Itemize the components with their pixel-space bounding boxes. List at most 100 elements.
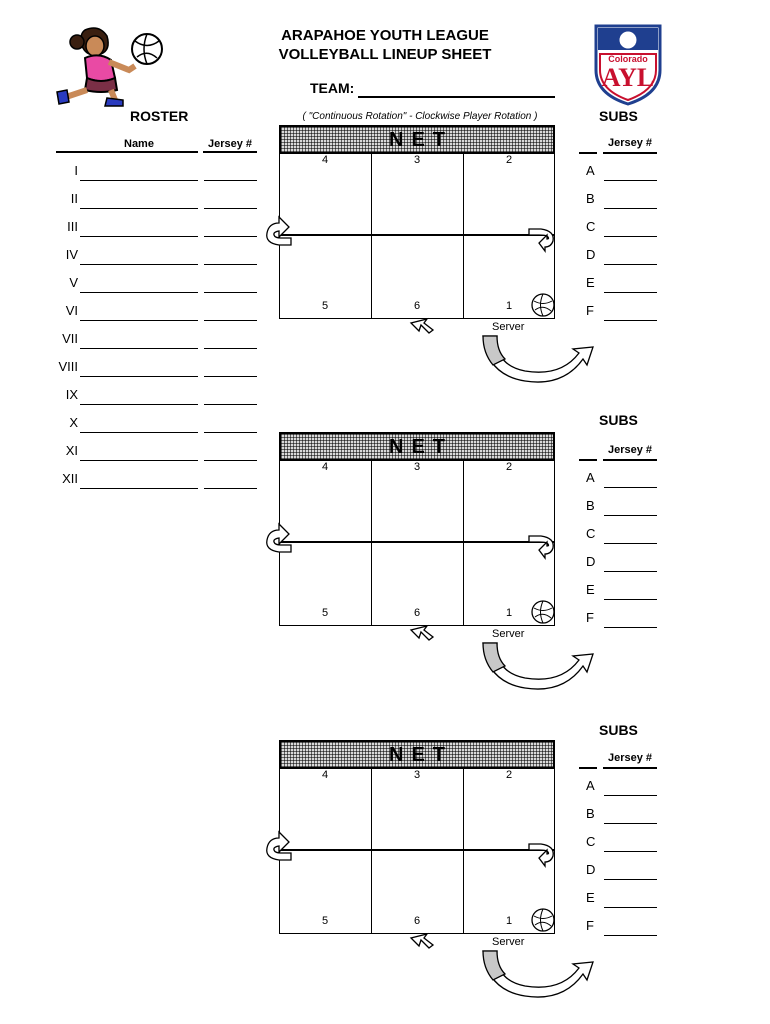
attack-line xyxy=(280,234,555,236)
rotate-left-arrow-icon xyxy=(266,215,292,246)
subs-jersey-header: Jersey # xyxy=(608,752,653,764)
ayl-logo: Colorado AYL xyxy=(594,24,662,106)
sub-jersey-field[interactable] xyxy=(604,292,657,293)
sub-jersey-field[interactable] xyxy=(604,823,657,824)
back-position-number: 6 xyxy=(413,915,421,927)
logo-main-text: AYL xyxy=(601,63,655,92)
roster-row-label: X xyxy=(69,415,78,430)
sub-jersey-field[interactable] xyxy=(604,571,657,572)
roster-jersey-field[interactable] xyxy=(204,376,257,377)
sub-letter-label: C xyxy=(586,526,596,541)
sub-jersey-field[interactable] xyxy=(604,795,657,796)
roster-jersey-field[interactable] xyxy=(204,180,257,181)
roster-jersey-field[interactable] xyxy=(204,264,257,265)
net-bar: NET xyxy=(279,740,555,769)
front-position-number: 2 xyxy=(505,154,513,166)
front-position-number: 3 xyxy=(413,154,421,166)
roster-jersey-field[interactable] xyxy=(204,320,257,321)
sub-jersey-field[interactable] xyxy=(604,264,657,265)
roster-jersey-field[interactable] xyxy=(204,236,257,237)
volleyball-icon xyxy=(531,600,555,624)
roster-jersey-field[interactable] xyxy=(204,460,257,461)
roster-name-field[interactable] xyxy=(80,376,198,377)
roster-name-field[interactable] xyxy=(80,432,198,433)
roster-row-label: VII xyxy=(62,331,78,346)
roster-row-label: IX xyxy=(65,387,78,402)
roster-name-field[interactable] xyxy=(80,404,198,405)
court-divider xyxy=(463,154,464,318)
sub-jersey-field[interactable] xyxy=(604,320,657,321)
subs-header-rule-jersey xyxy=(603,152,657,154)
team-field[interactable] xyxy=(358,96,555,98)
roster-jersey-field[interactable] xyxy=(204,432,257,433)
volleyball-player-icon xyxy=(56,27,163,107)
roster-name-field[interactable] xyxy=(80,348,198,349)
sub-jersey-field[interactable] xyxy=(604,907,657,908)
roster-name-header: Name xyxy=(124,138,154,150)
roster-jersey-field[interactable] xyxy=(204,488,257,489)
roster-row-label: XI xyxy=(65,443,78,458)
roster-jersey-field[interactable] xyxy=(204,208,257,209)
sub-jersey-field[interactable] xyxy=(604,208,657,209)
roster-name-field[interactable] xyxy=(80,180,198,181)
sub-jersey-field[interactable] xyxy=(604,180,657,181)
sub-jersey-field[interactable] xyxy=(604,851,657,852)
sub-letter-label: A xyxy=(586,470,595,485)
court-divider xyxy=(371,461,372,625)
subs-jersey-header: Jersey # xyxy=(608,137,653,149)
subs-header-rule xyxy=(579,152,597,154)
rotate-bottom-arrow-icon xyxy=(409,932,435,949)
subs-header-rule-jersey xyxy=(603,459,657,461)
net-bar: NET xyxy=(279,432,555,461)
roster-name-field[interactable] xyxy=(80,460,198,461)
roster-name-field[interactable] xyxy=(80,320,198,321)
roster-jersey-header: Jersey # xyxy=(208,138,253,150)
front-position-number: 3 xyxy=(413,769,421,781)
server-arrow-band-icon xyxy=(482,950,507,981)
sub-jersey-field[interactable] xyxy=(604,236,657,237)
rotate-right-arrow-icon xyxy=(528,843,554,868)
volleyball-icon xyxy=(531,293,555,317)
court-divider xyxy=(463,769,464,933)
rotate-bottom-arrow-icon xyxy=(409,624,435,641)
back-position-number: 5 xyxy=(321,915,329,927)
roster-header-rule xyxy=(56,151,198,153)
roster-row-label: III xyxy=(67,219,78,234)
roster-name-field[interactable] xyxy=(80,264,198,265)
rotate-left-arrow-icon xyxy=(266,830,292,861)
sub-jersey-field[interactable] xyxy=(604,627,657,628)
attack-line xyxy=(280,849,555,851)
sub-jersey-field[interactable] xyxy=(604,879,657,880)
net-bar: NET xyxy=(279,125,555,154)
sub-jersey-field[interactable] xyxy=(604,515,657,516)
net-label: NET xyxy=(389,436,453,458)
roster-jersey-field[interactable] xyxy=(204,292,257,293)
roster-name-field[interactable] xyxy=(80,488,198,489)
roster-name-field[interactable] xyxy=(80,208,198,209)
sub-jersey-field[interactable] xyxy=(604,487,657,488)
roster-name-field[interactable] xyxy=(80,236,198,237)
sub-letter-label: E xyxy=(586,890,595,905)
sub-jersey-field[interactable] xyxy=(604,543,657,544)
subs-title-3: SUBS xyxy=(599,722,638,738)
sub-jersey-field[interactable] xyxy=(604,599,657,600)
back-position-number: 6 xyxy=(413,300,421,312)
roster-row-label: XII xyxy=(62,471,78,486)
sub-letter-label: E xyxy=(586,582,595,597)
roster-row-label: I xyxy=(74,163,78,178)
subs-header-rule xyxy=(579,459,597,461)
sub-letter-label: F xyxy=(586,610,594,625)
roster-jersey-field[interactable] xyxy=(204,348,257,349)
front-position-number: 3 xyxy=(413,461,421,473)
sub-letter-label: C xyxy=(586,219,596,234)
server-arrow-icon xyxy=(482,642,594,690)
sub-letter-label: B xyxy=(586,498,595,513)
roster-name-field[interactable] xyxy=(80,292,198,293)
roster-jersey-field[interactable] xyxy=(204,404,257,405)
sub-jersey-field[interactable] xyxy=(604,935,657,936)
shield-icon xyxy=(594,24,662,106)
front-position-number: 2 xyxy=(505,769,513,781)
